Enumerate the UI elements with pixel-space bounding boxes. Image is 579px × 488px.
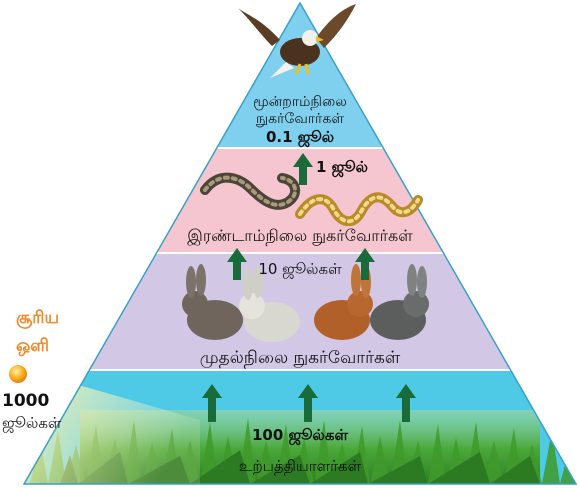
sun-icon: [9, 365, 27, 383]
producer-name: உற்பத்தியாளர்கள்: [220, 457, 380, 477]
tertiary-name-line1: மூன்றாம்நிலை: [240, 94, 360, 112]
producer-energy: 100 ஜூல்கள்: [240, 426, 360, 446]
primary-name: முதல்நிலை நுகர்வோர்கள்: [170, 348, 430, 370]
sun-energy-unit: ஜூல்கள்: [2, 414, 61, 434]
tertiary-name-line2: நுகர்வோர்கள்: [240, 111, 360, 129]
sun-label-line2: ஒளி: [16, 336, 49, 356]
sun-energy-value: 1000: [2, 391, 49, 411]
tertiary-energy: 0.1 ஜூல்: [240, 128, 360, 148]
primary-energy: 10 ஜூல்கள்: [250, 260, 350, 280]
secondary-name: இரண்டாம்நிலை நுகர்வோர்கள்: [175, 226, 425, 247]
secondary-energy: 1 ஜூல்: [316, 158, 396, 178]
sun-label-line1: சூரிய: [16, 308, 59, 328]
